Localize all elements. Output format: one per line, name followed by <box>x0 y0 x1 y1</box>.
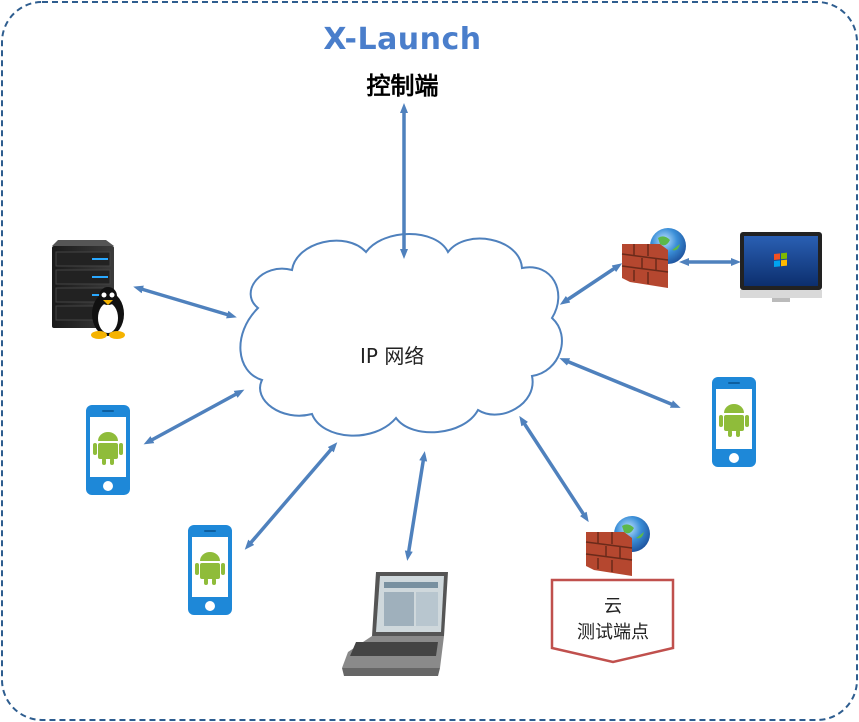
arrow-android-right <box>559 358 681 408</box>
page-title: X-Launch <box>323 22 482 57</box>
arrow-cloud-endpoint <box>519 415 589 523</box>
connection-arrows <box>133 103 741 561</box>
laptop-icon <box>342 572 448 676</box>
ip-network-cloud <box>239 233 563 437</box>
arrow-android-bottom-left <box>244 442 338 550</box>
network-label: IP 网络 <box>360 344 425 368</box>
arrow-firewall <box>559 263 623 305</box>
windows-monitor-icon <box>740 232 822 302</box>
arrow-android-left <box>143 389 245 445</box>
arrow-laptop <box>404 451 428 561</box>
firewall-globe-icon <box>621 228 686 288</box>
arrow-linux-server <box>133 285 237 319</box>
firewall-globe-icon <box>585 516 650 576</box>
android-phone-icon <box>188 525 232 615</box>
tux-penguin-icon <box>91 287 125 339</box>
cloud-endpoint-label-line2: 测试端点 <box>577 622 649 643</box>
controller-label: 控制端 <box>366 72 439 100</box>
android-phone-icon <box>86 405 130 495</box>
cloud-endpoint-callout <box>550 578 675 664</box>
cloud-endpoint-label-line1: 云 <box>604 596 622 617</box>
android-phone-icon <box>712 377 756 467</box>
server-linux-icon <box>52 240 125 339</box>
